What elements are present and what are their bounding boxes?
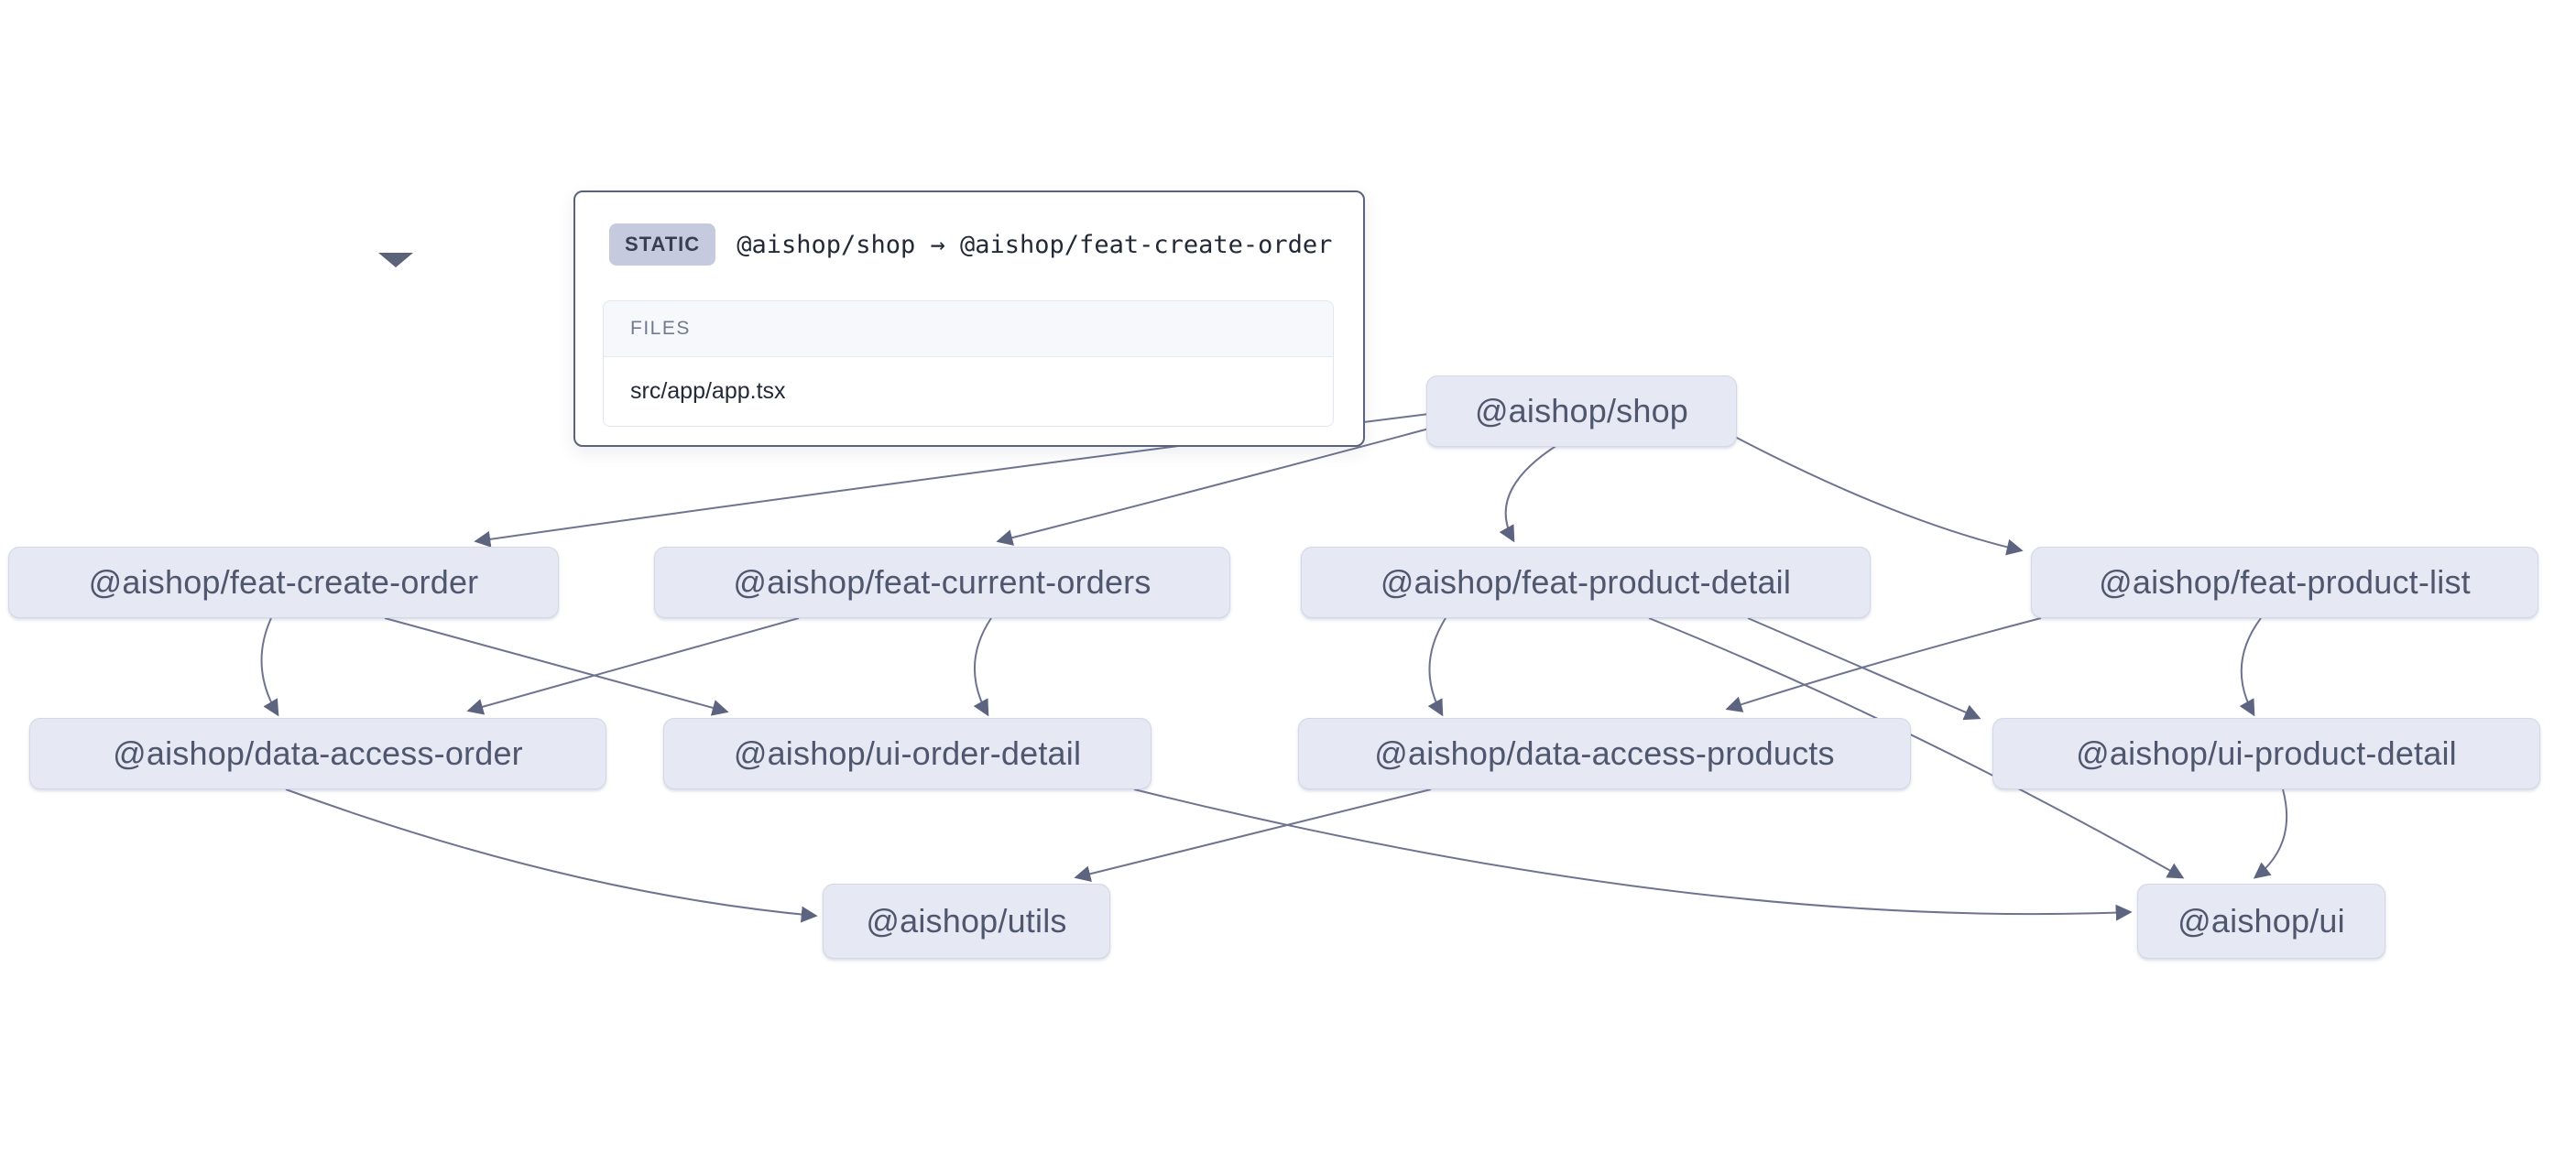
graph-edge-ui-product-detail-to-ui[interactable] bbox=[2253, 788, 2288, 879]
graph-node-feat-product-detail[interactable]: @aishop/feat-product-detail bbox=[1301, 547, 1871, 618]
graph-node-feat-create-order[interactable]: @aishop/feat-create-order bbox=[8, 547, 559, 618]
graph-edge-shop-to-feat-current-orders[interactable] bbox=[996, 428, 1430, 546]
graph-edge-feat-product-list-to-data-access-products[interactable] bbox=[1725, 617, 2042, 712]
graph-node-data-access-products[interactable]: @aishop/data-access-products bbox=[1298, 718, 1911, 789]
file-path: src/app/app.tsx bbox=[630, 378, 786, 404]
graph-edge-feat-create-order-to-data-access-order[interactable] bbox=[260, 617, 279, 717]
graph-edge-data-access-order-to-utils[interactable] bbox=[285, 788, 818, 923]
graph-edge-feat-current-orders-to-ui-order-detail[interactable] bbox=[973, 617, 992, 717]
graph-node-data-access-order[interactable]: @aishop/data-access-order bbox=[29, 718, 606, 789]
graph-node-shop[interactable]: @aishop/shop bbox=[1426, 375, 1737, 447]
edge-tooltip: STATIC @aishop/shop → @aishop/feat-creat… bbox=[573, 190, 1365, 447]
graph-edge-feat-create-order-to-ui-order-detail[interactable] bbox=[384, 617, 729, 716]
graph-edge-shop-to-feat-product-list[interactable] bbox=[1734, 436, 2024, 556]
graph-edge-feat-product-detail-to-ui[interactable] bbox=[1648, 617, 2185, 879]
graph-edge-feat-product-list-to-ui-product-detail[interactable] bbox=[2239, 617, 2262, 717]
graph-edge-feat-product-detail-to-data-access-products[interactable] bbox=[1427, 617, 1446, 717]
graph-edge-ui-order-detail-to-ui[interactable] bbox=[1133, 788, 2133, 921]
graph-node-feat-product-list[interactable]: @aishop/feat-product-list bbox=[2031, 547, 2538, 618]
graph-node-ui[interactable]: @aishop/ui bbox=[2137, 884, 2385, 959]
graph-edge-data-access-products-to-utils[interactable] bbox=[1074, 788, 1432, 883]
graph-node-feat-current-orders[interactable]: @aishop/feat-current-orders bbox=[654, 547, 1230, 618]
edge-type-badge: STATIC bbox=[609, 223, 716, 266]
tooltip-caret bbox=[378, 253, 413, 267]
graph-node-ui-product-detail[interactable]: @aishop/ui-product-detail bbox=[1992, 718, 2540, 789]
files-section: FILES src/app/app.tsx bbox=[603, 300, 1334, 427]
graph-edge-shop-to-feat-product-detail[interactable] bbox=[1499, 444, 1558, 543]
graph-node-utils[interactable]: @aishop/utils bbox=[823, 884, 1110, 959]
graph-node-ui-order-detail[interactable]: @aishop/ui-order-detail bbox=[663, 718, 1152, 789]
edge-tooltip-header: STATIC @aishop/shop → @aishop/feat-creat… bbox=[609, 220, 1336, 269]
edge-label: @aishop/shop → @aishop/feat-create-order bbox=[737, 230, 1333, 259]
graph-edge-feat-current-orders-to-data-access-order[interactable] bbox=[466, 617, 800, 715]
files-section-label: FILES bbox=[604, 301, 1333, 357]
